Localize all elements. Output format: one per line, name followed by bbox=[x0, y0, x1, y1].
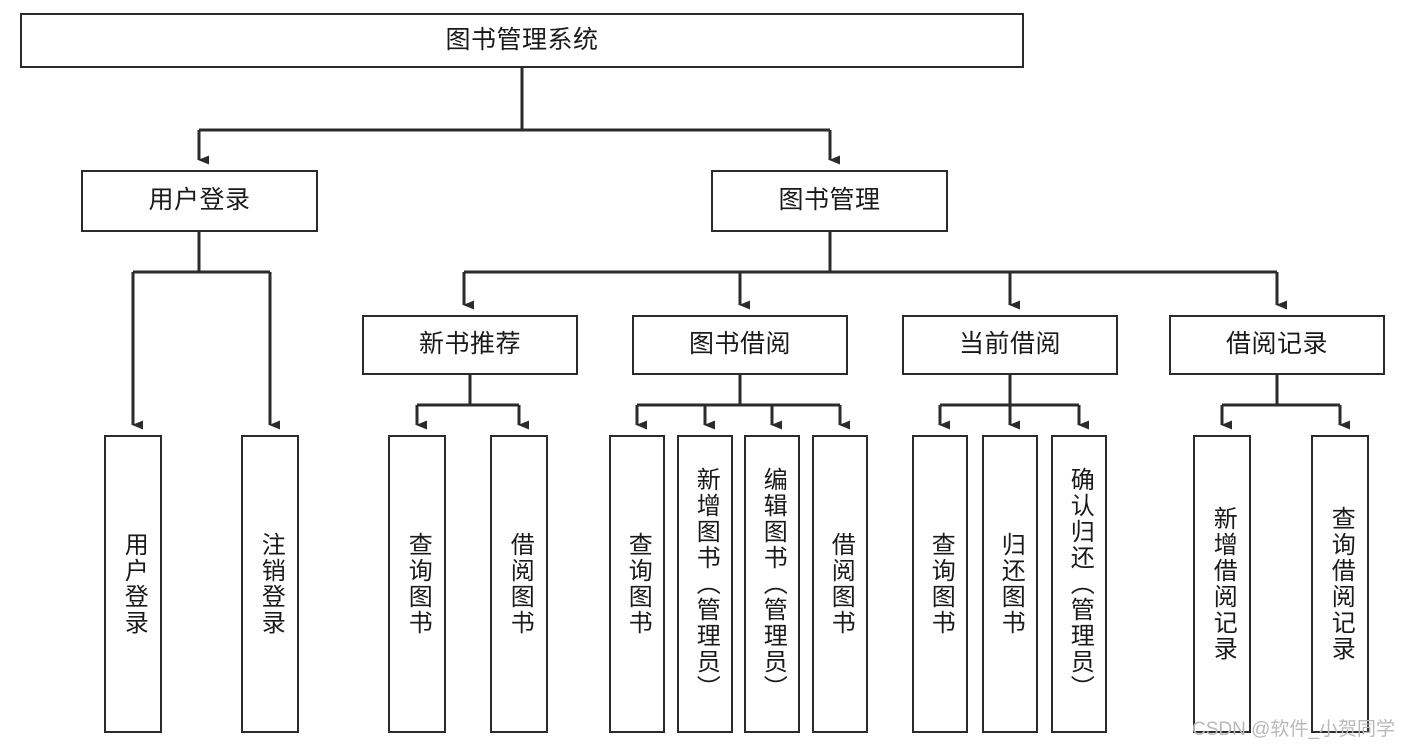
node-label: 借阅图书 bbox=[827, 532, 855, 636]
node-label: 借阅图书 bbox=[506, 532, 534, 636]
node-label: 借阅记录 bbox=[1225, 330, 1328, 359]
csdn-watermark: CSDN @软件_小贺同学 bbox=[1192, 719, 1395, 740]
leaf-borrow-record-query-record[interactable]: 查询借阅记录 bbox=[1311, 435, 1369, 733]
node-label: 确认归还（管理员） bbox=[1066, 467, 1094, 701]
node-book-borrow[interactable]: 图书借阅 bbox=[632, 315, 848, 375]
node-label: 图书管理 bbox=[778, 186, 881, 215]
leaf-borrow-record-add-record[interactable]: 新增借阅记录 bbox=[1193, 435, 1251, 733]
leaf-book-borrow-query-book[interactable]: 查询图书 bbox=[609, 435, 665, 733]
leaf-new-book-borrow-book[interactable]: 借阅图书 bbox=[490, 435, 548, 733]
leaf-current-borrow-confirm-return-admin[interactable]: 确认归还（管理员） bbox=[1051, 435, 1107, 733]
node-label: 查询借阅记录 bbox=[1327, 506, 1355, 662]
node-label: 用户登录 bbox=[148, 186, 251, 215]
node-current-borrow[interactable]: 当前借阅 bbox=[902, 315, 1118, 375]
node-book-management[interactable]: 图书管理 bbox=[711, 170, 948, 232]
node-label: 归还图书 bbox=[997, 532, 1025, 636]
node-label: 新增借阅记录 bbox=[1209, 506, 1237, 662]
node-borrow-record[interactable]: 借阅记录 bbox=[1169, 315, 1385, 375]
node-label: 当前借阅 bbox=[958, 330, 1061, 359]
node-label: 图书借阅 bbox=[688, 330, 791, 359]
node-label: 查询图书 bbox=[927, 532, 955, 636]
node-new-book-recommend[interactable]: 新书推荐 bbox=[362, 315, 578, 375]
leaf-user-login-logout[interactable]: 注销登录 bbox=[241, 435, 299, 733]
leaf-book-borrow-add-book-admin[interactable]: 新增图书（管理员） bbox=[677, 435, 733, 733]
leaf-book-borrow-edit-book-admin[interactable]: 编辑图书（管理员） bbox=[744, 435, 800, 733]
node-label: 用户登录 bbox=[120, 532, 148, 636]
node-label: 图书管理系统 bbox=[445, 25, 599, 54]
node-user-login[interactable]: 用户登录 bbox=[81, 170, 318, 232]
leaf-current-borrow-return-book[interactable]: 归还图书 bbox=[982, 435, 1038, 733]
leaf-user-login-login[interactable]: 用户登录 bbox=[104, 435, 162, 733]
leaf-current-borrow-query-book[interactable]: 查询图书 bbox=[912, 435, 968, 733]
node-label: 新增图书（管理员） bbox=[692, 467, 720, 701]
node-label: 查询图书 bbox=[624, 532, 652, 636]
node-label: 查询图书 bbox=[404, 532, 432, 636]
node-root-library-system[interactable]: 图书管理系统 bbox=[20, 13, 1024, 68]
node-label: 编辑图书（管理员） bbox=[759, 467, 787, 701]
node-label: 注销登录 bbox=[257, 532, 285, 636]
leaf-book-borrow-borrow-book[interactable]: 借阅图书 bbox=[812, 435, 868, 733]
node-label: 新书推荐 bbox=[418, 330, 521, 359]
leaf-new-book-query-book[interactable]: 查询图书 bbox=[388, 435, 446, 733]
